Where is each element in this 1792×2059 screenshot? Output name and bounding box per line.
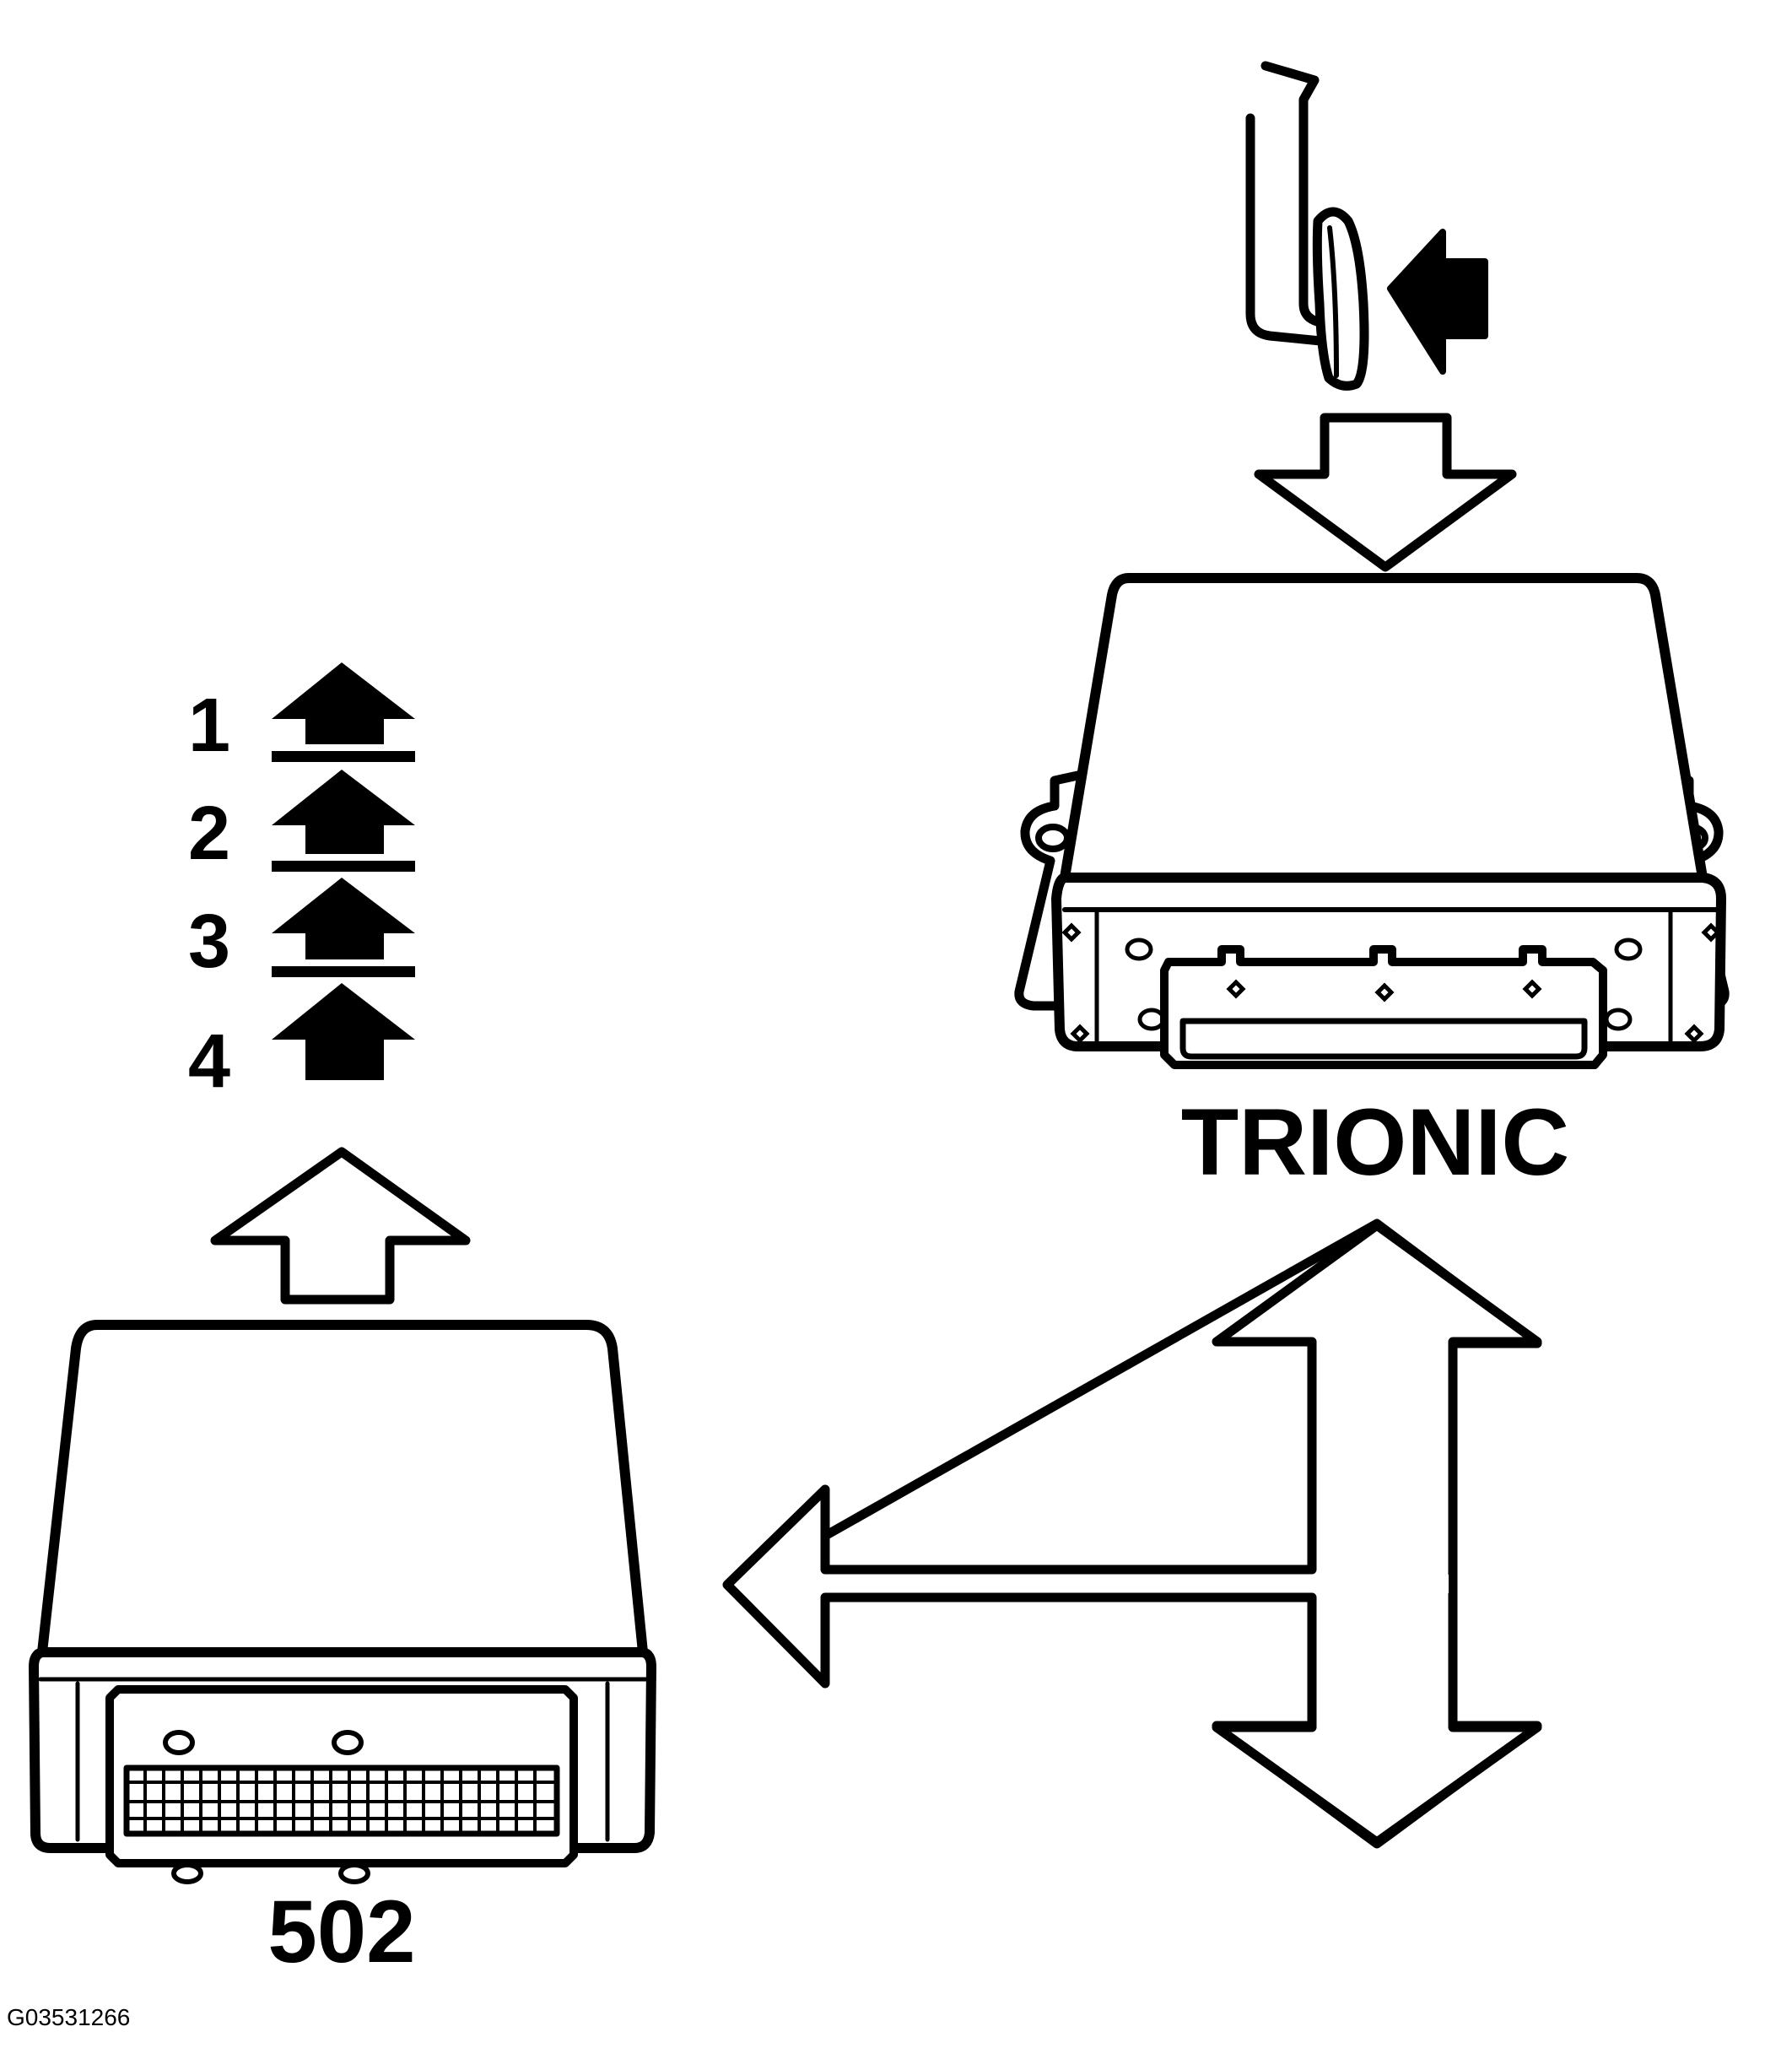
upshift-arrow-icon (272, 878, 415, 977)
solid-arrow-left-icon (1387, 229, 1488, 375)
gear-label-3: 3 (188, 900, 230, 984)
hollow-arrow-up-icon (210, 1147, 471, 1305)
accelerator-pedal-icon (1245, 61, 1369, 391)
trionic-label: TRIONIC (1181, 1089, 1569, 1195)
upshift-arrow-icon (272, 983, 415, 1080)
gear-label-1: 1 (188, 684, 230, 768)
gear-label-4: 4 (188, 1019, 230, 1104)
figure-id: G03531266 (7, 2004, 130, 2030)
trionic-module (1014, 573, 1730, 1069)
module-502-label: 502 (267, 1883, 415, 1981)
hollow-arrow-down-icon (1254, 413, 1517, 572)
module-502 (29, 1320, 656, 1884)
upshift-arrow-icon (272, 770, 415, 872)
upshift-arrow-icon (272, 662, 415, 762)
gear-list: 1 2 3 4 (188, 662, 415, 1104)
gear-label-2: 2 (188, 792, 230, 876)
